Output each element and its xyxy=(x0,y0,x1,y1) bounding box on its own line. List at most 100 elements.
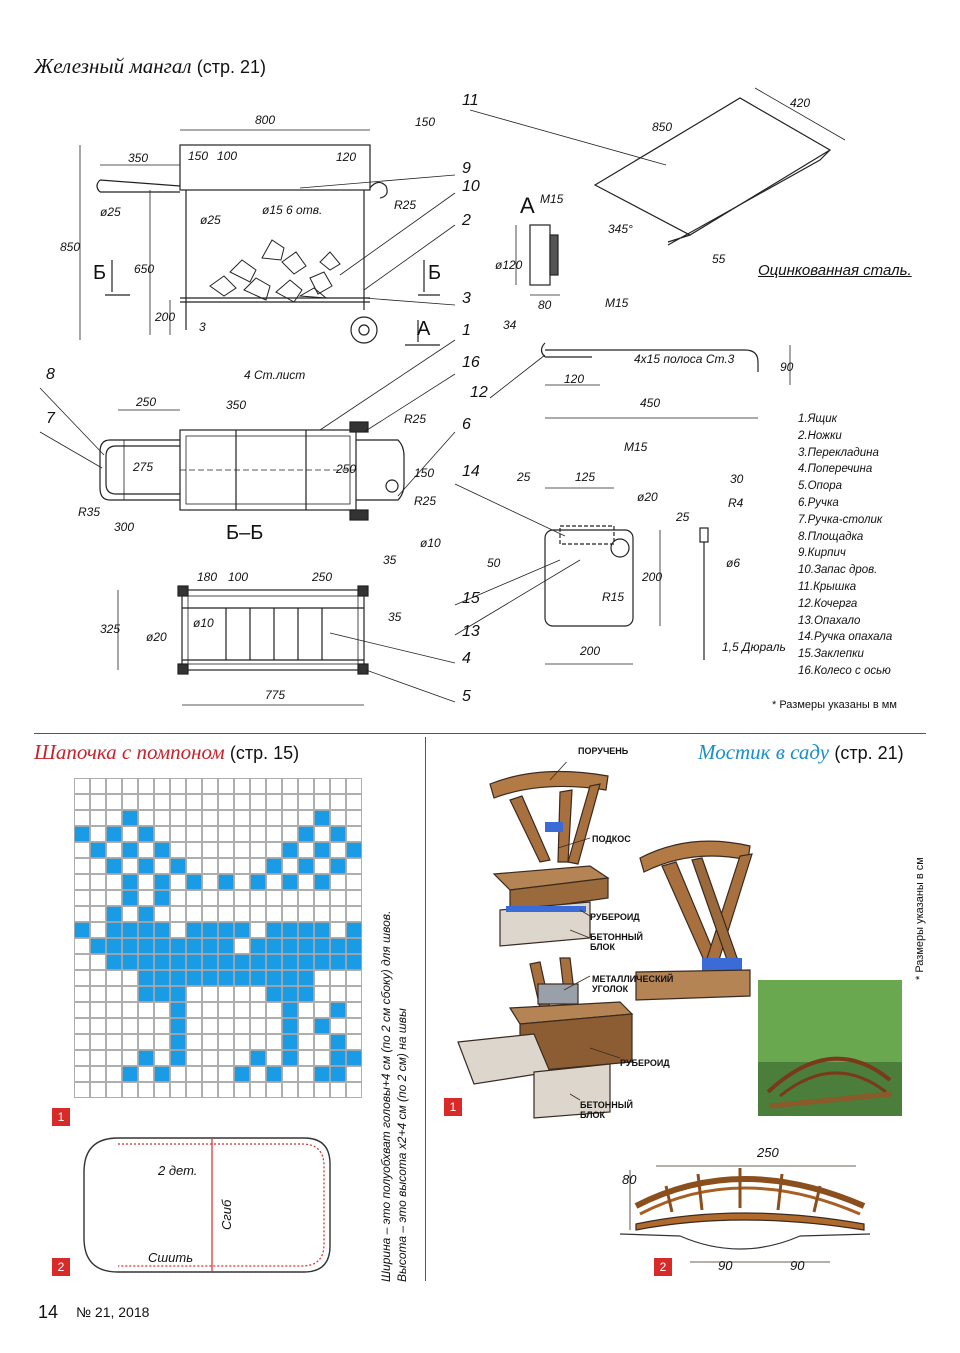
chart-cell xyxy=(106,1034,122,1050)
chart-cell xyxy=(218,1050,234,1066)
dim-200-fan: 200 xyxy=(642,570,663,584)
chart-cell xyxy=(266,778,282,794)
dim-250: 250 xyxy=(136,395,157,409)
chart-cell xyxy=(154,778,170,794)
hat-badge-1: 1 xyxy=(52,1108,70,1126)
brazier-units-note: * Размеры указаны в мм xyxy=(772,699,897,711)
chart-cell xyxy=(330,922,346,938)
chart-cell-filled xyxy=(250,874,266,890)
chart-cell-filled xyxy=(122,810,138,826)
label-corner-bracket: МЕТАЛЛИЧЕСКИЙ УГОЛОК xyxy=(592,974,674,994)
dim-d25-left: ø25 xyxy=(100,205,121,219)
chart-cell-filled xyxy=(170,858,186,874)
dim-d10-b: ø10 xyxy=(193,616,214,630)
chart-cell xyxy=(202,842,218,858)
chart-cell xyxy=(234,1002,250,1018)
dim-r15: R15 xyxy=(602,590,625,604)
chart-cell xyxy=(122,1050,138,1066)
chart-cell-filled xyxy=(314,810,330,826)
chart-cell-filled xyxy=(250,954,266,970)
chart-cell-filled xyxy=(106,938,122,954)
dim-lid-420: 420 xyxy=(790,96,811,110)
chart-cell xyxy=(106,1002,122,1018)
part-item: 3.Перекладина xyxy=(798,446,879,459)
chart-cell-filled xyxy=(282,970,298,986)
chart-cell xyxy=(154,826,170,842)
chart-cell xyxy=(106,1018,122,1034)
chart-cell-filled xyxy=(154,986,170,1002)
chart-cell xyxy=(314,858,330,874)
chart-cell xyxy=(298,1082,314,1098)
chart-cell-filled xyxy=(234,922,250,938)
chart-cell xyxy=(74,970,90,986)
chart-cell xyxy=(250,1034,266,1050)
chart-cell-filled xyxy=(346,842,362,858)
dim-200: 200 xyxy=(155,310,176,324)
brazier-section-view xyxy=(99,409,405,521)
chart-cell-filled xyxy=(138,922,154,938)
chart-cell-filled xyxy=(218,922,234,938)
chart-cell-filled xyxy=(90,842,106,858)
dim-250-c: 250 xyxy=(312,570,333,584)
dim-m15-b: М15 xyxy=(605,296,629,310)
chart-cell-filled xyxy=(138,954,154,970)
chart-cell xyxy=(266,874,282,890)
chart-cell xyxy=(218,778,234,794)
chart-cell xyxy=(346,1034,362,1050)
chart-cell-filled xyxy=(170,1034,186,1050)
dim-650: 650 xyxy=(134,262,155,276)
chart-cell xyxy=(74,890,90,906)
arrow-b-right: Б xyxy=(428,262,442,284)
chart-cell xyxy=(138,794,154,810)
chart-cell xyxy=(186,842,202,858)
dim-d25-mid: ø25 xyxy=(200,213,221,227)
chart-cell xyxy=(74,794,90,810)
pattern-label-sew: Сшить xyxy=(148,1250,194,1265)
chart-cell-filled xyxy=(314,938,330,954)
chart-cell xyxy=(330,778,346,794)
chart-cell xyxy=(74,778,90,794)
chart-cell xyxy=(234,858,250,874)
callout-6: 6 xyxy=(462,416,471,433)
bridge-title: Мостик в саду (стр. 21) xyxy=(698,740,904,765)
bridge-dim-left: 90 xyxy=(718,1258,733,1273)
callout-7: 7 xyxy=(46,410,55,427)
chart-cell-filled xyxy=(314,842,330,858)
part-item: 13.Опахало xyxy=(798,614,861,627)
chart-cell xyxy=(170,874,186,890)
chart-cell xyxy=(282,778,298,794)
chart-cell xyxy=(330,1018,346,1034)
dim-150-c: 150 xyxy=(414,466,435,480)
chart-cell xyxy=(346,858,362,874)
chart-cell-filled xyxy=(330,1034,346,1050)
chart-cell xyxy=(202,1002,218,1018)
part-item: 11.Крышка xyxy=(798,580,857,593)
chart-cell xyxy=(170,1082,186,1098)
chart-cell-filled xyxy=(234,954,250,970)
chart-cell xyxy=(186,1034,202,1050)
chart-cell xyxy=(202,906,218,922)
chart-cell xyxy=(186,906,202,922)
chart-cell xyxy=(282,826,298,842)
bridge-units-note: * Размеры указаны в см xyxy=(914,857,926,980)
chart-cell xyxy=(282,1066,298,1082)
chart-cell-filled xyxy=(138,826,154,842)
callout-15: 15 xyxy=(462,590,480,607)
chart-cell xyxy=(298,874,314,890)
chart-cell-filled xyxy=(234,970,250,986)
chart-cell-filled xyxy=(298,986,314,1002)
chart-cell xyxy=(218,810,234,826)
chart-cell xyxy=(250,906,266,922)
chart-cell-filled xyxy=(298,938,314,954)
chart-cell xyxy=(122,1018,138,1034)
dim-r25: R25 xyxy=(394,198,417,212)
chart-cell xyxy=(346,810,362,826)
chart-cell-filled xyxy=(154,954,170,970)
chart-cell xyxy=(202,1050,218,1066)
chart-cell xyxy=(74,1018,90,1034)
chart-cell xyxy=(266,1002,282,1018)
chart-cell xyxy=(186,1002,202,1018)
dim-150-top: 150 xyxy=(415,115,436,129)
chart-cell xyxy=(90,1018,106,1034)
callout-8: 8 xyxy=(46,366,55,383)
